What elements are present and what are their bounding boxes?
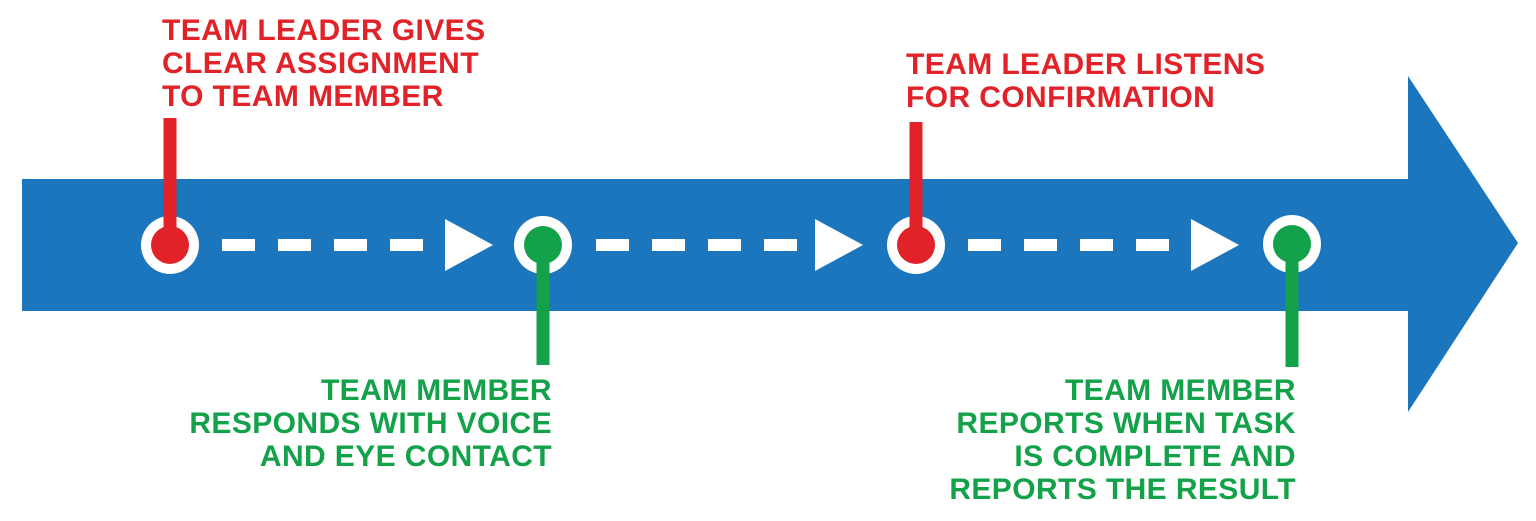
milestone-3-dot (897, 226, 935, 264)
dashed-connector-2 (596, 219, 863, 271)
milestone-2-dot (524, 226, 562, 264)
milestone-4 (1263, 215, 1321, 367)
connector-arrowhead-1-icon (445, 219, 493, 271)
milestone-3-stem (909, 122, 923, 245)
milestone-1 (141, 118, 199, 274)
milestone-2-stem (536, 245, 550, 365)
dashed-connector-3 (968, 219, 1239, 271)
dashed-connector-1 (222, 219, 493, 271)
step-2-label: TEAM MEMBER RESPONDS WITH VOICE AND EYE … (189, 374, 552, 473)
milestone-4-stem (1285, 244, 1299, 367)
connector-arrowhead-2-icon (815, 219, 863, 271)
connector-arrowhead-3-icon (1191, 219, 1239, 271)
milestone-1-stem (163, 118, 177, 245)
step-3-label: TEAM LEADER LISTENS FOR CONFIRMATION (906, 48, 1266, 114)
milestone-2 (514, 216, 572, 365)
step-4-label: TEAM MEMBER REPORTS WHEN TASK IS COMPLET… (949, 374, 1296, 506)
milestone-3 (887, 122, 945, 274)
milestone-4-dot (1273, 225, 1311, 263)
step-1-label: TEAM LEADER GIVES CLEAR ASSIGNMENT TO TE… (162, 14, 486, 113)
milestone-1-dot (151, 226, 189, 264)
